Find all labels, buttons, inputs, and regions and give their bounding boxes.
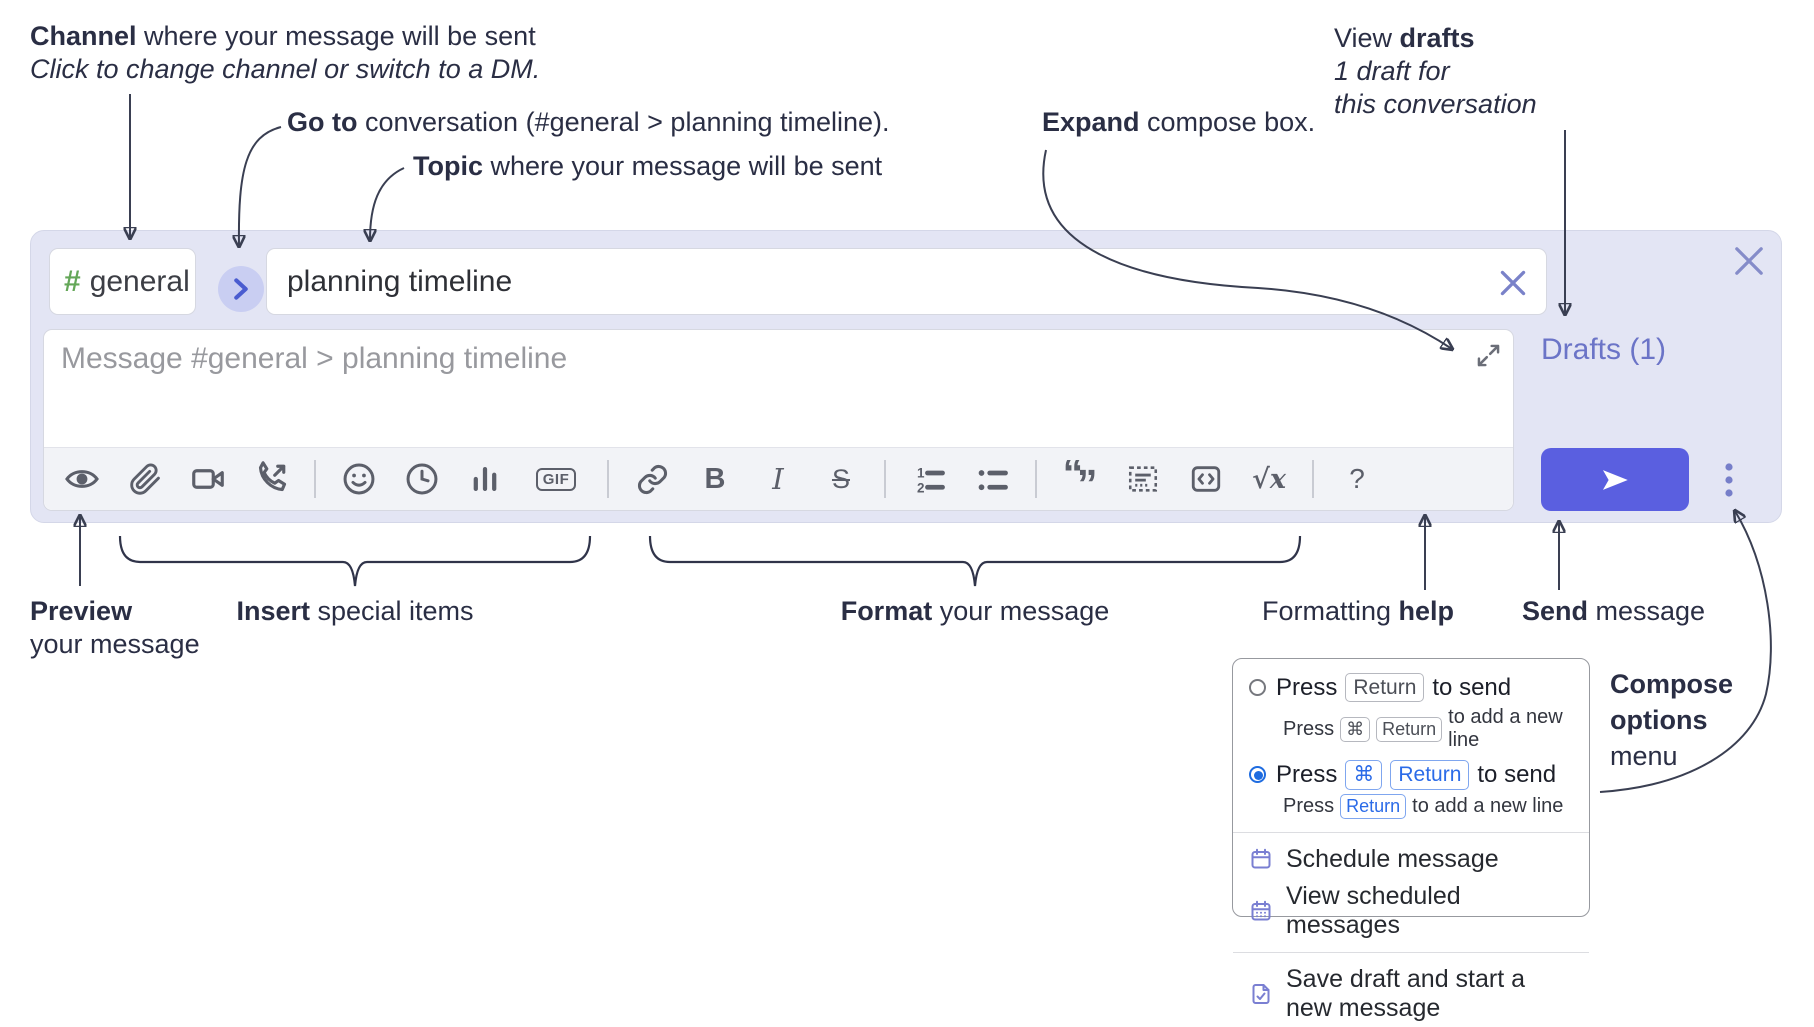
radio-selected[interactable]: [1249, 766, 1266, 784]
menu-divider: [1233, 831, 1589, 833]
link-icon[interactable]: [632, 457, 672, 501]
spoiler-icon[interactable]: [1123, 457, 1163, 501]
message-placeholder: Message #general > planning timeline: [61, 342, 568, 375]
svg-text:“: “: [1063, 460, 1084, 496]
menu-option-return-to-send[interactable]: Press Return to send: [1233, 670, 1589, 705]
annotation-channel: Channel where your message will be sent …: [30, 21, 541, 84]
video-call-icon[interactable]: [188, 457, 228, 501]
strikethrough-icon[interactable]: S: [831, 463, 850, 494]
topic-value: planning timeline: [287, 264, 513, 298]
expand-compose-button[interactable]: [1473, 340, 1503, 370]
annotation-insert: Insert special items: [236, 596, 474, 626]
numbered-list-icon[interactable]: 1 2: [909, 457, 949, 501]
annotation-format: Format your message: [840, 596, 1110, 626]
svg-text:2: 2: [917, 481, 925, 496]
italic-icon[interactable]: I: [772, 462, 784, 496]
compose-options-menu: Press Return to send Press ⌘ Return to a…: [1232, 658, 1590, 1022]
toolbar-divider: [1035, 460, 1037, 498]
calendar-icon: [1251, 849, 1271, 869]
message-input[interactable]: Message #general > planning timeline: [43, 329, 1514, 511]
menu-item-save-draft[interactable]: Save draft and start a new message: [1233, 961, 1589, 1027]
preview-icon[interactable]: [62, 457, 102, 501]
go-to-conversation-button[interactable]: [218, 266, 264, 312]
bulleted-list-icon[interactable]: [972, 457, 1012, 501]
annotation-goto: Go to conversation (#general > planning …: [287, 107, 890, 137]
toolbar-divider: [884, 460, 886, 498]
expand-icon: [1477, 344, 1499, 366]
key-cmd: ⌘: [1345, 760, 1383, 790]
help-icon[interactable]: ?: [1349, 463, 1365, 494]
key-return: Return: [1390, 760, 1470, 790]
page: { "annotations": { "channel": {"bold":"C…: [30, 21, 1782, 1022]
brace-format: [648, 535, 1302, 587]
compose-options-button[interactable]: [1717, 457, 1741, 503]
annotation-formatting-help: Formatting help: [1261, 596, 1455, 626]
compose-box: # general planning timeline Drafts (1) M…: [30, 230, 1782, 523]
bold-icon[interactable]: B: [704, 462, 726, 495]
kebab-menu-icon: [1725, 463, 1733, 497]
drafts-link[interactable]: Drafts (1): [1541, 333, 1667, 366]
topic-clear-button[interactable]: [1496, 266, 1530, 300]
menu-option-cmd-return-to-send[interactable]: Press ⌘ Return to send: [1233, 757, 1589, 792]
chevron-right-icon: [234, 278, 248, 300]
quote-icon[interactable]: “ ”: [1060, 457, 1100, 501]
brace-insert: [118, 535, 592, 587]
close-icon: [1500, 270, 1526, 296]
key-return: Return: [1340, 793, 1407, 819]
compose-close-button[interactable]: [1731, 243, 1767, 279]
menu-item-view-scheduled[interactable]: View scheduled messages: [1233, 878, 1589, 944]
close-icon: [1735, 247, 1763, 275]
channel-hash-icon: #: [64, 264, 81, 298]
key-cmd: ⌘: [1340, 716, 1371, 742]
time-icon[interactable]: [402, 457, 442, 501]
toolbar-divider: [1312, 460, 1314, 498]
annotation-topic: Topic where your message will be sent: [413, 151, 883, 181]
calendar-grid-icon: [1251, 900, 1271, 921]
menu-option-return-to-send-hint: Press ⌘ Return to add a new line: [1283, 706, 1563, 752]
poll-icon[interactable]: [465, 457, 505, 501]
channel-name: general: [89, 264, 190, 298]
emoji-icon[interactable]: [339, 457, 379, 501]
svg-text:”: ”: [1077, 461, 1098, 498]
menu-option-cmd-return-hint: Press Return to add a new line: [1233, 793, 1589, 824]
svg-text:1: 1: [917, 466, 925, 481]
topic-input[interactable]: planning timeline: [266, 248, 1547, 315]
toolbar-divider: [607, 460, 609, 498]
channel-selector[interactable]: # general: [49, 248, 196, 315]
menu-divider: [1233, 951, 1589, 953]
annotation-preview: Preview your message: [30, 596, 200, 659]
menu-item-schedule-message[interactable]: Schedule message: [1233, 841, 1589, 878]
gif-icon[interactable]: GIF: [528, 457, 584, 501]
audio-call-icon[interactable]: [251, 457, 291, 501]
send-icon: [1602, 469, 1628, 490]
annotation-compose-options: Compose options menu: [1610, 669, 1734, 771]
math-icon[interactable]: √x: [1252, 463, 1286, 495]
attach-icon[interactable]: [125, 457, 165, 501]
line-goto: [239, 126, 282, 246]
radio-unselected[interactable]: [1249, 679, 1266, 697]
annotation-send: Send message: [1522, 596, 1706, 626]
key-return: Return: [1345, 673, 1425, 703]
toolbar-divider: [314, 460, 316, 498]
draft-note-icon: [1252, 983, 1270, 1004]
compose-toolbar: GIF B I S 1 2: [44, 447, 1513, 510]
annotation-view-drafts: View drafts 1 draft for this conversatio…: [1334, 23, 1537, 119]
code-icon[interactable]: [1186, 457, 1226, 501]
send-button[interactable]: [1541, 448, 1689, 511]
key-return: Return: [1376, 716, 1443, 742]
annotation-expand: Expand compose box.: [1042, 107, 1316, 137]
